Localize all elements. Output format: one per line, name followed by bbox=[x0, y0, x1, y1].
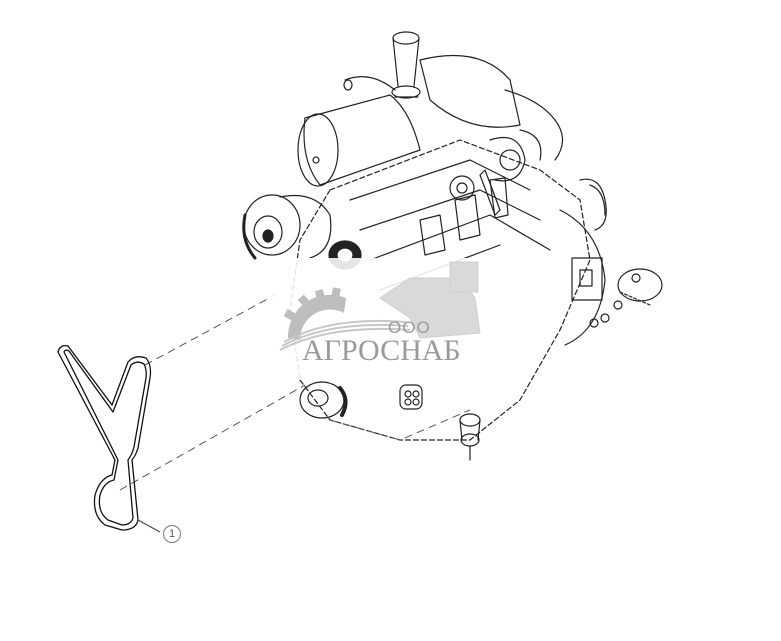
water-pump bbox=[399, 384, 423, 410]
callout-number: 1 bbox=[168, 528, 176, 540]
watermark-panel: ООО АГРОСНАБ bbox=[270, 258, 510, 380]
watermark-graphic bbox=[279, 261, 481, 351]
field-swoosh-icon bbox=[279, 319, 411, 351]
flywheel-housing bbox=[559, 209, 663, 346]
watermark-name: АГРОСНАБ bbox=[302, 334, 461, 367]
hose-right bbox=[579, 178, 607, 231]
watermark-prefix: ООО bbox=[388, 318, 431, 337]
drive-belt bbox=[57, 344, 152, 531]
air-cleaner-right bbox=[419, 54, 564, 161]
gear-icon bbox=[283, 287, 346, 340]
crank-pulley bbox=[299, 381, 348, 419]
callout-leader bbox=[137, 519, 161, 533]
turbocharger bbox=[489, 136, 526, 182]
oil-filter bbox=[459, 413, 481, 461]
callout-1: 1 bbox=[163, 525, 181, 543]
air-cleaner-left bbox=[297, 94, 421, 187]
leader-lines bbox=[119, 294, 471, 491]
air-intake-stack bbox=[391, 31, 421, 99]
combine-harvester-icon bbox=[379, 261, 481, 339]
front-pulley-upper bbox=[242, 194, 332, 260]
